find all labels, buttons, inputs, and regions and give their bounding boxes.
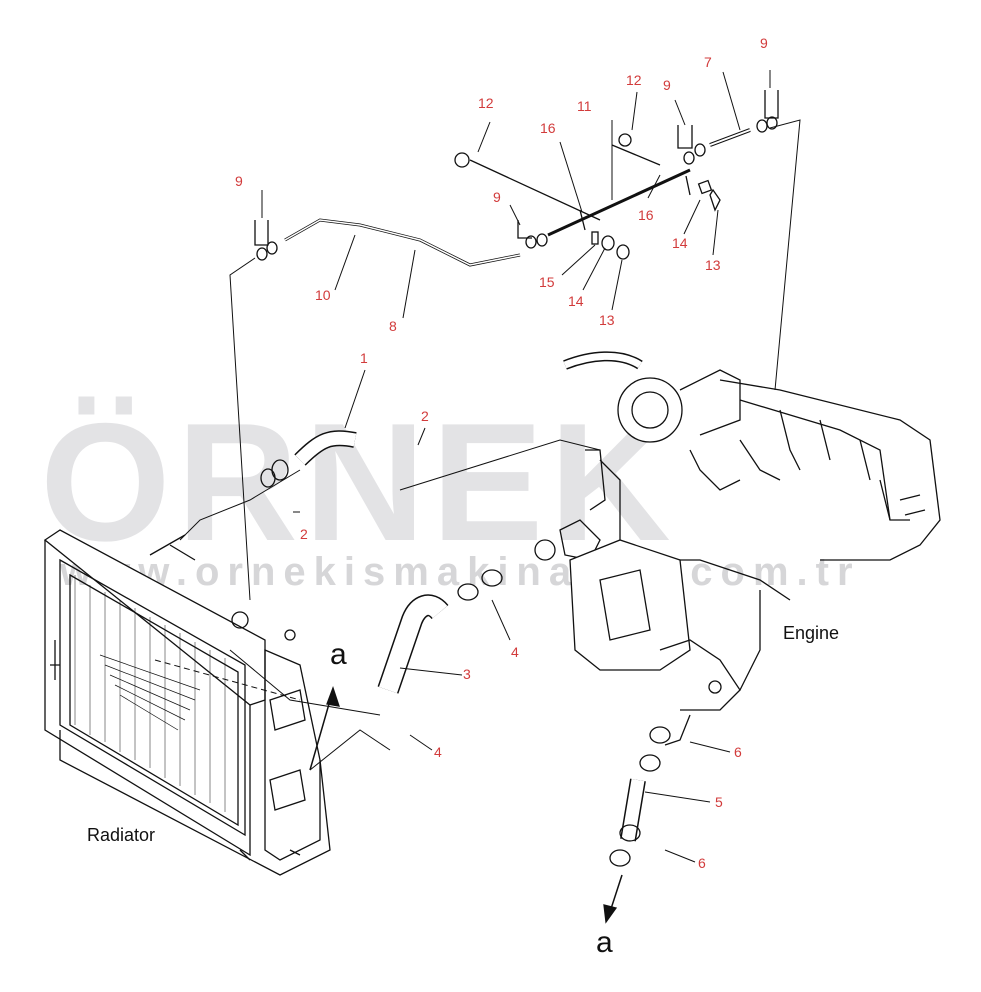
callout-4: 4 — [434, 744, 442, 760]
arrow-a-label-bottom: a — [596, 926, 613, 959]
callout-14: 14 — [568, 293, 584, 309]
callout-9: 9 — [493, 189, 501, 205]
hose-3-drawing — [377, 569, 503, 694]
callout-10: 10 — [315, 287, 331, 303]
callout-15: 15 — [539, 274, 555, 290]
hose-1-drawing — [260, 430, 357, 488]
callout-9: 9 — [663, 77, 671, 93]
callout-14: 14 — [672, 235, 688, 251]
callout-16: 16 — [540, 120, 556, 136]
callout-16: 16 — [638, 207, 654, 223]
callout-5: 5 — [715, 794, 723, 810]
callout-2: 2 — [421, 408, 429, 424]
callout-1: 1 — [360, 350, 368, 366]
watermark-brand: ÖRNEK — [40, 388, 677, 576]
callout-13: 13 — [705, 257, 721, 273]
callout-12: 12 — [626, 72, 642, 88]
callout-13: 13 — [599, 312, 615, 328]
radiator-label: Radiator — [87, 825, 156, 845]
callout-6: 6 — [734, 744, 742, 760]
callout-3: 3 — [463, 666, 471, 682]
engine-drawing — [534, 351, 941, 746]
arrows — [309, 686, 623, 924]
callout-leaders — [261, 70, 771, 863]
callout-12: 12 — [478, 95, 494, 111]
callout-8: 8 — [389, 318, 397, 334]
callout-11: 11 — [577, 98, 592, 114]
callout-6: 6 — [698, 855, 706, 871]
callout-2: 2 — [300, 526, 308, 542]
connector-lines — [154, 119, 801, 771]
arrow-a-label-top: a — [330, 638, 347, 671]
radiator-drawing — [43, 529, 331, 876]
callout-9: 9 — [760, 35, 768, 51]
engine-label: Engine — [783, 623, 840, 643]
callout-9: 9 — [235, 173, 243, 189]
hose-5-drawing — [609, 726, 671, 867]
callout-7: 7 — [704, 54, 712, 70]
tube-8-drawing — [254, 90, 779, 267]
callout-4: 4 — [511, 644, 519, 660]
